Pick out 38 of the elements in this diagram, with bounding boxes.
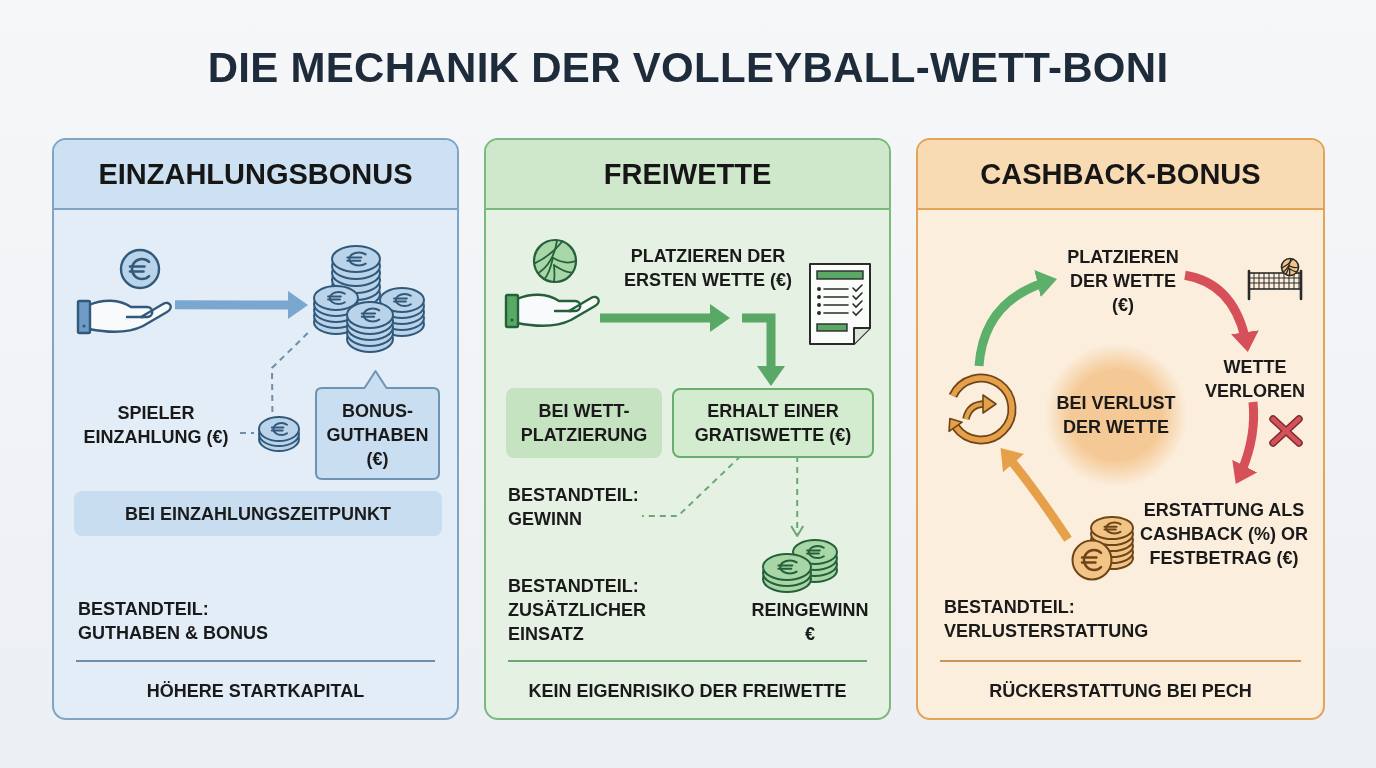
arrow (175, 290, 308, 319)
condition-circle: BEI VERLUST DER WETTE (1045, 344, 1187, 486)
component-note: BESTANDTEIL: GUTHABEN & BONUS (78, 598, 269, 645)
bonus-panel (52, 138, 459, 720)
step-label: SPIELER EINZAHLUNG (€) (70, 400, 242, 450)
summary-text: HÖHERE STARTKAPITAL (146, 680, 365, 703)
dashed-connector (641, 455, 742, 517)
arrow (1231, 401, 1259, 486)
coin-stack-icon (759, 538, 841, 594)
bonus-panel (484, 138, 891, 720)
callout-box: BONUS-GUTHABEN (€) (314, 370, 441, 481)
hand-ball-icon (505, 239, 602, 329)
dashed-connector (239, 431, 255, 434)
arrow (600, 304, 730, 332)
step-label: PLATZIEREN DER WETTE (€) (1059, 244, 1187, 318)
step-label: WETTE VERLOREN (1203, 354, 1307, 404)
arrow (742, 313, 785, 386)
panel-heading: CASHBACK-BONUS (980, 157, 1261, 192)
arrow (1184, 270, 1259, 353)
coin-icon (256, 414, 302, 452)
summary-text: KEIN EIGENRISIKO DER FREIWETTE (528, 680, 847, 703)
arrow (974, 270, 1059, 367)
step-box: ERHALT EINER GRATISWETTE (€) (672, 388, 874, 458)
component-note: BESTANDTEIL: VERLUSTERSTATTUNG (944, 596, 1150, 643)
dashed-arrow (790, 455, 805, 537)
info-band: BEI WETT-PLATZIERUNG (506, 388, 662, 458)
summary-text: RÜCKERSTATTUNG BEI PECH (989, 680, 1252, 703)
info-band: BEI EINZAHLUNGSZEITPUNKT (74, 491, 442, 536)
component-note: BESTANDTEIL: ZUSÄTZLICHER EINSATZ (508, 575, 647, 646)
coin-stack-icon (1070, 514, 1136, 582)
caption-text: REINGEWINN € (750, 599, 870, 646)
dashed-connector (271, 331, 309, 413)
panel-heading: EINZAHLUNGSBONUS (98, 157, 413, 192)
bonus-panel (916, 138, 1325, 720)
step-label: ERSTATTUNG ALS CASHBACK (%) OR FESTBETRAG (€) (1138, 486, 1310, 582)
panel-heading: FREIWETTE (603, 157, 772, 192)
step-label: BESTANDTEIL: GEWINN (508, 482, 644, 532)
diagram-title: DIE MECHANIK DER VOLLEYBALL-WETT-BONI (207, 44, 1169, 92)
